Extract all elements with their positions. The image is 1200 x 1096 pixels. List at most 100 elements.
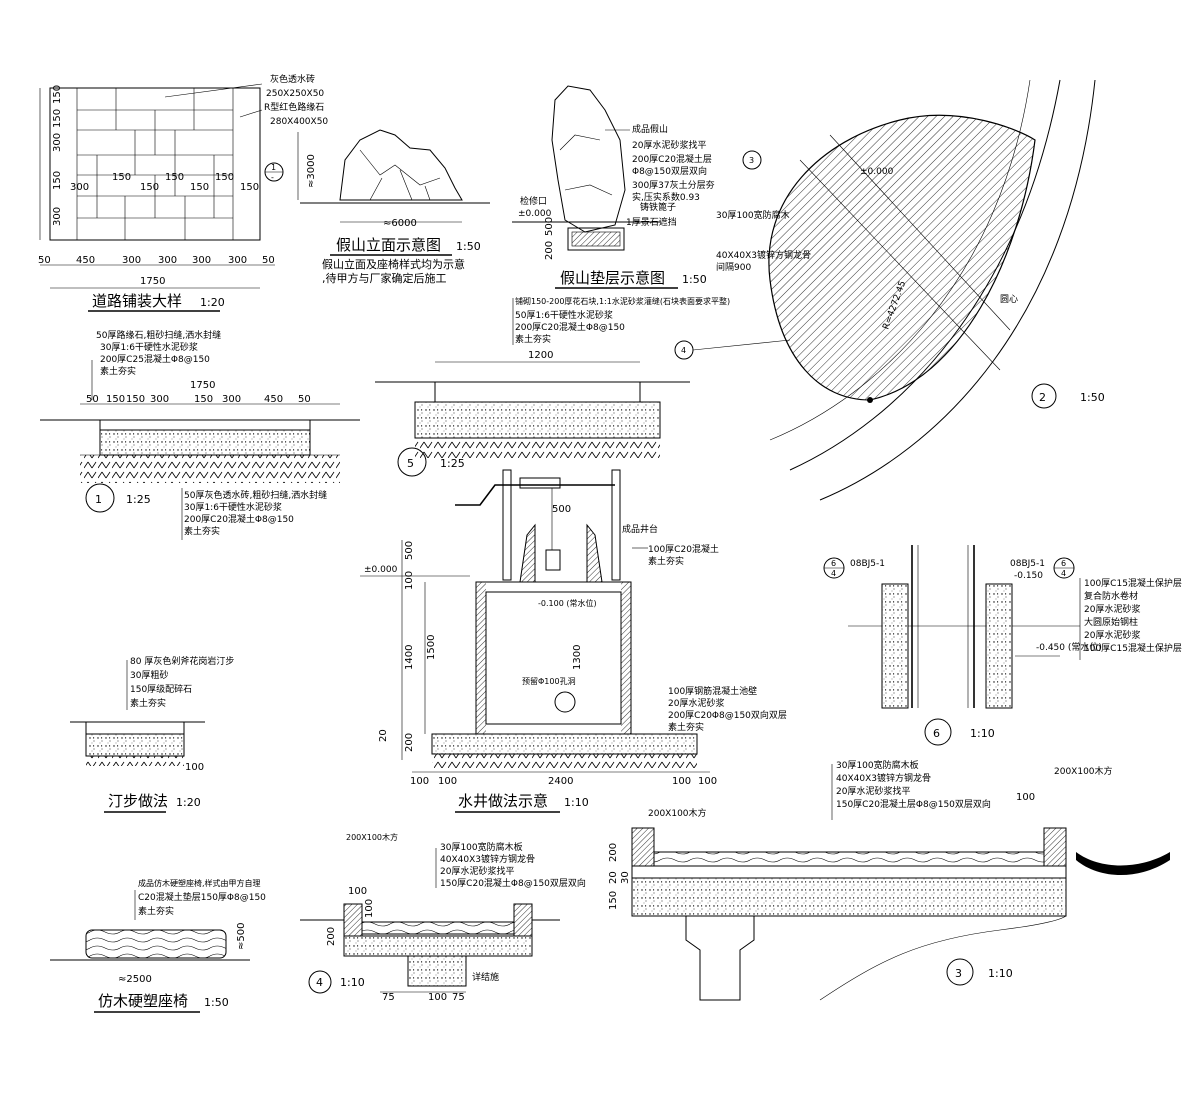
sec5-note: 50厚1:6干硬性水泥砂浆 [515, 309, 613, 321]
road-section: 50厚路缘石,粗砂扫缝,洒水封缝 30厚1:6干硬性水泥砂浆 200厚C25混凝… [40, 329, 360, 540]
well-section: 500 成品井台 ±0.000 -0.100 (常水位) 预留Φ100孔洞 10… [360, 469, 787, 813]
sec3-r100: 100 [1016, 792, 1035, 803]
pond-label: 30厚100宽防腐木 [716, 209, 790, 221]
sec3-wood-l: 200X100木方 [648, 807, 707, 819]
sec5-note: 素土夯实 [515, 333, 551, 345]
road-dim: 150 [106, 394, 125, 405]
paving-mid-dim: 150 [190, 182, 209, 193]
road-dim: 300 [150, 394, 169, 405]
road-dim: 450 [264, 394, 283, 405]
well-top-label: 成品井台 [622, 523, 658, 535]
sec3-dim: 200 [608, 843, 619, 862]
pond-callout-num: 2 [1039, 391, 1046, 404]
sec4-dim: 200 [326, 927, 337, 946]
section-6: 6 4 08BJ5-1 6 4 08BJ5-1 -0.150 -0.450 (常… [823, 545, 1182, 746]
well-bottom-dim: 100 [698, 776, 717, 787]
bench-width: ≈2500 [118, 974, 152, 985]
well-inner: 1300 [572, 645, 583, 670]
bench-title: 仿木硬塑座椅 [98, 992, 188, 1010]
sec3-scale: 1:10 [988, 967, 1013, 980]
sec4-callout-num: 4 [316, 976, 323, 989]
well-bottom-dim: 100 [438, 776, 457, 787]
sec6-note: 大圆原始钢柱 [1084, 616, 1138, 628]
sec6-scale: 1:10 [970, 727, 995, 740]
rockery-inspect: 检修口 [520, 195, 547, 207]
paving-scale: 1:20 [200, 296, 225, 309]
section-4: 200X100木方 30厚100宽防腐木板 40X40X3镀锌方钢龙骨 20厚水… [300, 832, 586, 1003]
sec3-note: 150厚C20混凝土层Φ8@150双层双向 [836, 798, 991, 810]
paving-bottom-dim: 300 [192, 255, 211, 266]
sec4-dim: 100 [364, 899, 375, 918]
sec3-callout-num: 3 [955, 967, 962, 980]
road-bot-note: 200厚C20混凝土Φ8@150 [184, 513, 294, 525]
pond-callout-3 [742, 150, 762, 170]
pond-callout [1031, 383, 1057, 409]
sec3-note: 30厚100宽防腐木板 [836, 759, 919, 771]
sec4-dim: 100 [348, 886, 367, 897]
rockery-base: 检修口 ±0.000 200 500 成品假山 20厚水泥砂浆找平 200厚C2… [512, 85, 715, 289]
sec4-callout [308, 970, 332, 994]
road-bot-note: 素土夯实 [184, 525, 220, 537]
step-note: 30厚粗砂 [130, 669, 168, 681]
sec6-ref-r: 08BJ5-1 [1010, 559, 1045, 569]
sec4-bottom: 100 [428, 992, 447, 1003]
paving-total: 1750 [140, 276, 165, 287]
rockery-height: ≈3000 [306, 154, 317, 188]
paving-bottom-dim: 300 [158, 255, 177, 266]
road-scale: 1:25 [126, 493, 151, 506]
well-title: 水井做法示意 [458, 792, 548, 810]
rockery-elevation: ≈6000 ≈3000 假山立面示意图 1:50 假山立面及座椅样式均为示意 ,… [297, 129, 490, 285]
rockery-base-note: 成品假山 [632, 123, 668, 135]
paving-mid-dim: 300 [70, 182, 89, 193]
road-total: 1750 [190, 380, 215, 391]
rockery-elev: ±0.000 [518, 209, 552, 219]
pond-center: 圆心 [1000, 294, 1018, 305]
paving-plan: 150 150 300 150 300 300 150 150 150 150 … [38, 73, 328, 312]
sec5-scale: 1:25 [440, 457, 465, 470]
bench-scale: 1:50 [204, 996, 229, 1009]
road-dim: 150 [194, 394, 213, 405]
rockery-elev-title: 假山立面示意图 [336, 236, 441, 254]
sec6-c4b: 4 [1061, 569, 1066, 578]
section-5: 铺砌150-200厚花石块,1:1水泥砂浆灌缝(石块表面要求平整) 50厚1:6… [375, 296, 730, 477]
sec6-note: 20厚水泥砂浆 [1084, 603, 1140, 615]
rockery-dim: 500 [544, 217, 555, 236]
sec6-callout-num: 6 [933, 727, 940, 740]
sec3-dim: 150 [608, 891, 619, 910]
paving-mid-dim: 150 [240, 182, 259, 193]
sec6-callout [924, 718, 952, 746]
paving-bottom-dim: 50 [38, 255, 51, 266]
paving-bottom-dim: 300 [122, 255, 141, 266]
sec4-scale: 1:10 [340, 976, 365, 989]
pond-plan: ±0.000 R=4272.45 圆心 30厚100宽防腐木 40X40X3镀锌… [674, 79, 1105, 501]
well-bottom-dim: 2400 [548, 776, 573, 787]
paving-title: 道路铺装大样 [92, 292, 182, 310]
well-r-note2: 20厚水泥砂浆 [668, 697, 724, 709]
paving-bottom-dim: 300 [228, 255, 247, 266]
well-hole: 预留Φ100孔洞 [522, 676, 576, 686]
well-left-dim: 200 [404, 733, 415, 752]
paving-mid-dim: 150 [165, 172, 184, 183]
rockery-dim: 200 [544, 241, 555, 260]
bench-section: 成品仿木硬塑座椅,样式由甲方自理 C20混凝土垫层150厚Φ8@150 素土夯实… [50, 878, 266, 1013]
stepping-stone: 80 厚灰色剁斧花岗岩汀步 30厚粗砂 150厚级配碎石 素土夯实 100 汀步… [70, 655, 234, 813]
sec6-c6b: 6 [1061, 559, 1066, 568]
road-dim: 300 [222, 394, 241, 405]
paving-callout-num: 1 [271, 163, 276, 172]
paving-mid-dim: 150 [140, 182, 159, 193]
road-dim: 50 [298, 394, 311, 405]
sec4-note: 20厚水泥砂浆找平 [440, 865, 514, 877]
sec5-callout-num: 5 [407, 457, 414, 470]
paving-note: 灰色透水砖 [270, 73, 315, 85]
sec4-note: 40X40X3镀锌方钢龙骨 [440, 853, 535, 865]
road-bot-note: 50厚灰色透水砖,粗砂扫缝,洒水封缝 [184, 489, 327, 501]
well-left-dim: 1400 [404, 645, 415, 670]
paving-note: 250X250X50 [266, 89, 324, 99]
bench-note: 成品仿木硬塑座椅,样式由甲方自理 [138, 878, 261, 888]
sec6-elev1: -0.150 [1014, 571, 1043, 581]
sec6-elev2: -0.450 (常水位) [1036, 641, 1102, 653]
paving-left-dim: 300 [52, 133, 63, 152]
rockery-base-title: 假山垫层示意图 [560, 269, 665, 287]
